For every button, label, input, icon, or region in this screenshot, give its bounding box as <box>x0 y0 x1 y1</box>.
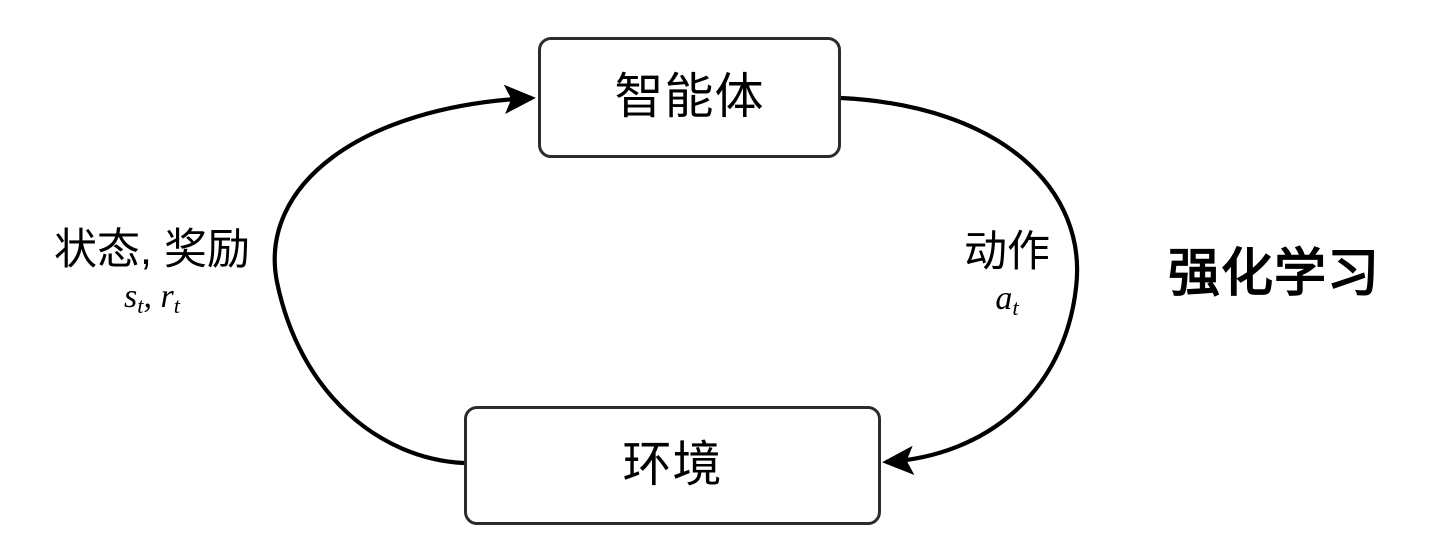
math-symbol-s: s <box>124 277 138 315</box>
edge-environment-to-agent <box>272 84 536 466</box>
edge-label-action: 动作 at <box>938 228 1076 321</box>
diagram-title: 强化学习 <box>1168 245 1381 303</box>
node-agent-label: 智能体 <box>614 70 765 124</box>
edge-label-state-reward-text: 状态, 奖励 <box>54 226 250 274</box>
math-subscript-a-t: t <box>1012 294 1019 320</box>
math-separator: , <box>143 277 161 315</box>
math-symbol-a: a <box>995 279 1013 317</box>
node-environment-label: 环境 <box>622 438 723 492</box>
node-agent: 智能体 <box>538 37 841 158</box>
edge-label-state-reward: 状态, 奖励 st, rt <box>36 226 268 319</box>
math-subscript-s-t: t <box>137 292 144 318</box>
edge-label-action-math: at <box>938 278 1076 321</box>
node-environment: 环境 <box>464 406 881 525</box>
edge-agent-to-environment <box>840 95 1080 476</box>
edge-label-state-reward-math: st, rt <box>36 276 268 319</box>
math-subscript-r-t: t <box>173 292 180 318</box>
edge-label-action-text: 动作 <box>964 228 1050 276</box>
math-symbol-r: r <box>160 277 174 315</box>
